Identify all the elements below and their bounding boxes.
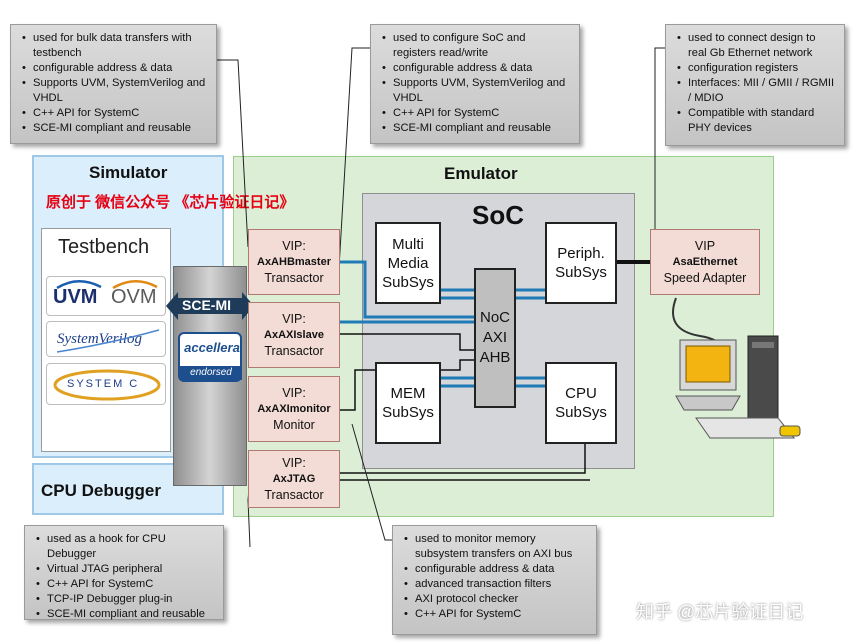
block-line: SubSys [555,404,607,421]
vip-axi-slave: VIP: AxAXIslave Transactor [248,302,340,368]
cpu-subsystem: CPU SubSys [545,362,617,444]
sce-mi-label: SCE-MI [182,297,231,313]
note-item: used to monitor memory subsystem transfe… [404,532,588,562]
uvm-ovm-logo: UVM OVM [46,276,166,316]
vip-type: Monitor [273,418,315,432]
note-bulk-transfer: used for bulk data transfers with testbe… [10,24,217,144]
systemc-ellipse-icon [53,369,161,401]
block-line: Media [387,254,429,272]
bus-multimedia-noc [440,288,475,300]
sce-mi-arrow-icon [166,292,254,320]
uvm-logo: UVM [53,286,98,308]
note-item: advanced transaction filters [404,577,588,592]
accellera-badge: accellera endorsed [178,332,242,382]
vip-label: VIP: [282,386,306,400]
vip-type: Transactor [264,271,324,285]
block-line: Periph. [557,245,605,262]
block-line: CPU [565,385,597,402]
bus-lines [340,260,547,388]
note-item: Virtual JTAG peripheral [36,562,215,577]
block-line: Multi [392,235,424,253]
noc-ahb-label: AHB [479,349,511,366]
block-line: SubSys [382,404,434,421]
testbench-title: Testbench [58,236,150,258]
note-item: C++ API for SystemC [36,577,215,592]
note-item: used to configure SoC and registers read… [382,31,571,61]
note-item: TCP-IP Debugger plug-in [36,592,215,607]
vip-axi-monitor: VIP: AxAXImonitor Monitor [248,376,340,442]
note-item: configurable address & data [382,61,571,76]
block-line: SubSys [382,273,434,291]
note-ethernet: used to connect design to real Gb Ethern… [665,24,845,146]
noc-label: NoC [479,309,510,326]
note-axi-monitor: used to monitor memory subsystem transfe… [392,525,597,635]
ovm-logo: OVM [111,286,157,308]
computer-icon [675,335,801,439]
note-item: Supports UVM, SystemVerilog and VHDL [382,76,571,106]
uvm-swoosh-icon [56,280,158,289]
vip-type: Transactor [264,344,324,358]
simulator-title: Simulator [89,163,168,182]
note-item: SCE-MI compliant and reusable [22,121,208,136]
vip-label: VIP: [282,312,306,326]
vip-ahb-master: VIP: AxAHBmaster Transactor [248,229,340,295]
note-item: AXI protocol checker [404,592,588,607]
note-item: used to connect design to real Gb Ethern… [677,31,836,61]
systemverilog-text: SystemVerilog [57,331,142,347]
vip-name: AxJTAG [272,473,316,485]
vip-name: AsaEthernet [672,256,738,268]
bus-ahb-vip [340,260,475,319]
soc-title: SoC [472,200,524,230]
note-item: configurable address & data [22,61,208,76]
emulator-title: Emulator [444,164,518,183]
block-line: SubSys [555,264,607,281]
bus-noc-periph [515,288,547,300]
watermark: 知乎 @芯片验证日记 [636,602,804,622]
vip-label: VIP [694,239,716,253]
periph-subsystem: Periph. SubSys [545,222,617,304]
systemc-logo: SYSTEM C [46,363,166,405]
bus-mem-noc [440,376,475,388]
vip-label: VIP: [282,239,306,253]
leader-lines [217,47,665,548]
systemc-text: SYSTEM C [67,378,140,390]
vip-name: AxAXIslave [264,329,324,341]
note-soc-config: used to configure SoC and registers read… [370,24,580,144]
vip-jtag: VIP: AxJTAG Transactor [248,450,340,508]
block-line: MEM [390,385,426,402]
note-item: Interfaces: MII / GMII / RGMII / MDIO [677,76,836,106]
endorsed-text: endorsed [180,366,242,380]
accellera-text: accellera [184,340,240,355]
sce-mi-arrow: SCE-MI [166,290,254,322]
cpu-debugger-title: CPU Debugger [41,481,161,500]
multimedia-subsystem: Multi Media SubSys [375,222,441,304]
noc-axi-label: AXI [482,329,508,346]
note-item: SCE-MI compliant and reusable [382,121,571,136]
bus-noc-cpu [515,376,547,388]
vip-label: VIP: [282,456,306,470]
note-item: used for bulk data transfers with testbe… [22,31,208,61]
note-item: configurable address & data [404,562,588,577]
note-item: Compatible with standard PHY devices [677,106,836,136]
origin-note: 原创于 微信公众号 《芯片验证日记》 [46,194,295,211]
note-item: C++ API for SystemC [404,607,588,622]
systemverilog-logo: SystemVerilog [46,321,166,357]
noc-interconnect: NoC AXI AHB [474,268,516,408]
note-item: C++ API for SystemC [382,106,571,121]
vip-ethernet-speed-adapter: VIP AsaEthernet Speed Adapter [650,229,760,295]
note-item: C++ API for SystemC [22,106,208,121]
note-item: used as a hook for CPU Debugger [36,532,215,562]
mem-subsystem: MEM SubSys [375,362,441,444]
vip-type: Transactor [264,488,324,502]
systemverilog-swoosh-icon [56,329,160,353]
note-item: Supports UVM, SystemVerilog and VHDL [22,76,208,106]
vip-name: AxAHBmaster [257,256,331,268]
vip-type: Speed Adapter [663,271,747,285]
vip-name: AxAXImonitor [257,403,331,415]
note-item: configuration registers [677,61,836,76]
note-cpu-debugger: used as a hook for CPU Debugger Virtual … [24,525,224,622]
note-item: SCE-MI compliant and reusable [36,607,215,622]
